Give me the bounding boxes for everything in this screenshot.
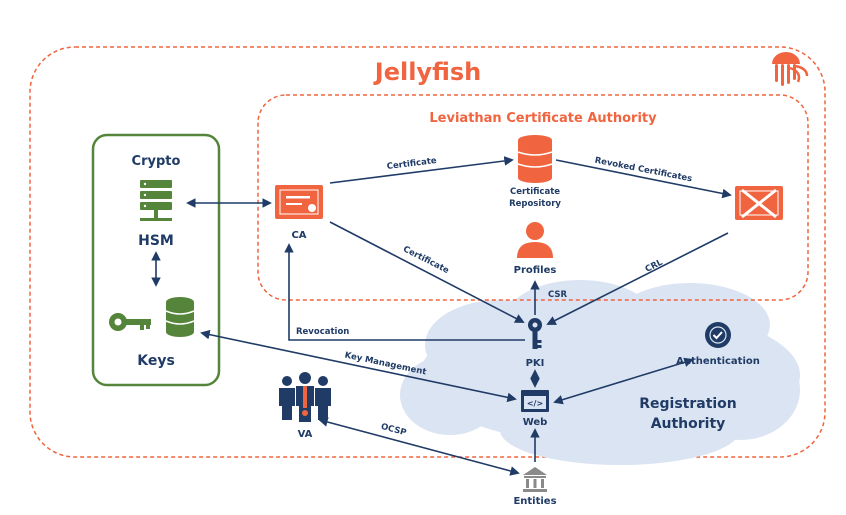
keys-database-icon — [165, 297, 195, 337]
va-people-icon — [279, 372, 331, 422]
svg-text:</>: </> — [527, 399, 543, 408]
jellyfish-boundary — [29, 46, 826, 458]
authentication-badge-icon — [705, 322, 731, 348]
edge-key-management: Key Management — [344, 350, 428, 377]
edge-crl: CRL — [644, 257, 665, 274]
registration-authority-cloud — [400, 280, 800, 465]
ca-certificate-icon — [275, 185, 323, 219]
va-label: VA — [298, 429, 313, 440]
web-label: Web — [523, 417, 548, 428]
revoked-certificate-icon — [735, 186, 783, 220]
ra-label-1: Registration — [639, 396, 737, 412]
hsm-server-icon — [140, 180, 172, 221]
pki-label: PKI — [526, 358, 545, 369]
edge-csr: CSR — [548, 290, 568, 300]
profiles-label: Profiles — [514, 265, 557, 276]
repo-revoked-arrow — [555, 159, 732, 199]
va-entities-arrow — [318, 417, 520, 476]
ca-pki-arrow — [329, 221, 525, 323]
keymgmt-arrow — [200, 329, 517, 403]
key-icon — [109, 313, 151, 331]
entities-label: Entities — [513, 496, 556, 507]
ca-label: CA — [291, 230, 306, 241]
cert-repo-label-1: Certificate — [510, 187, 560, 197]
leviathan-title: Leviathan Certificate Authority — [429, 111, 657, 126]
edge-ocsp: OCSP — [380, 422, 408, 438]
entities-building-icon — [523, 467, 547, 492]
edge-revocation: Revocation — [296, 327, 349, 337]
web-code-icon: </> — [521, 390, 549, 412]
jellyfish-logo-icon — [772, 52, 809, 86]
profiles-user-icon — [517, 222, 553, 258]
ra-label-2: Authority — [651, 416, 726, 432]
crl-pki-arrow — [546, 232, 729, 325]
keys-label: Keys — [137, 353, 175, 369]
jellyfish-title: Jellyfish — [373, 58, 481, 86]
crypto-title: Crypto — [132, 154, 181, 169]
authentication-label: Authentication — [676, 356, 760, 367]
web-auth-arrow — [553, 357, 694, 405]
certificate-repository-icon — [517, 135, 553, 183]
pki-key-icon — [528, 318, 542, 349]
hsm-label: HSM — [138, 233, 174, 249]
leviathan-boundary — [257, 94, 809, 301]
ca-repo-arrow — [329, 156, 514, 184]
cert-repo-label-2: Repository — [509, 199, 561, 209]
